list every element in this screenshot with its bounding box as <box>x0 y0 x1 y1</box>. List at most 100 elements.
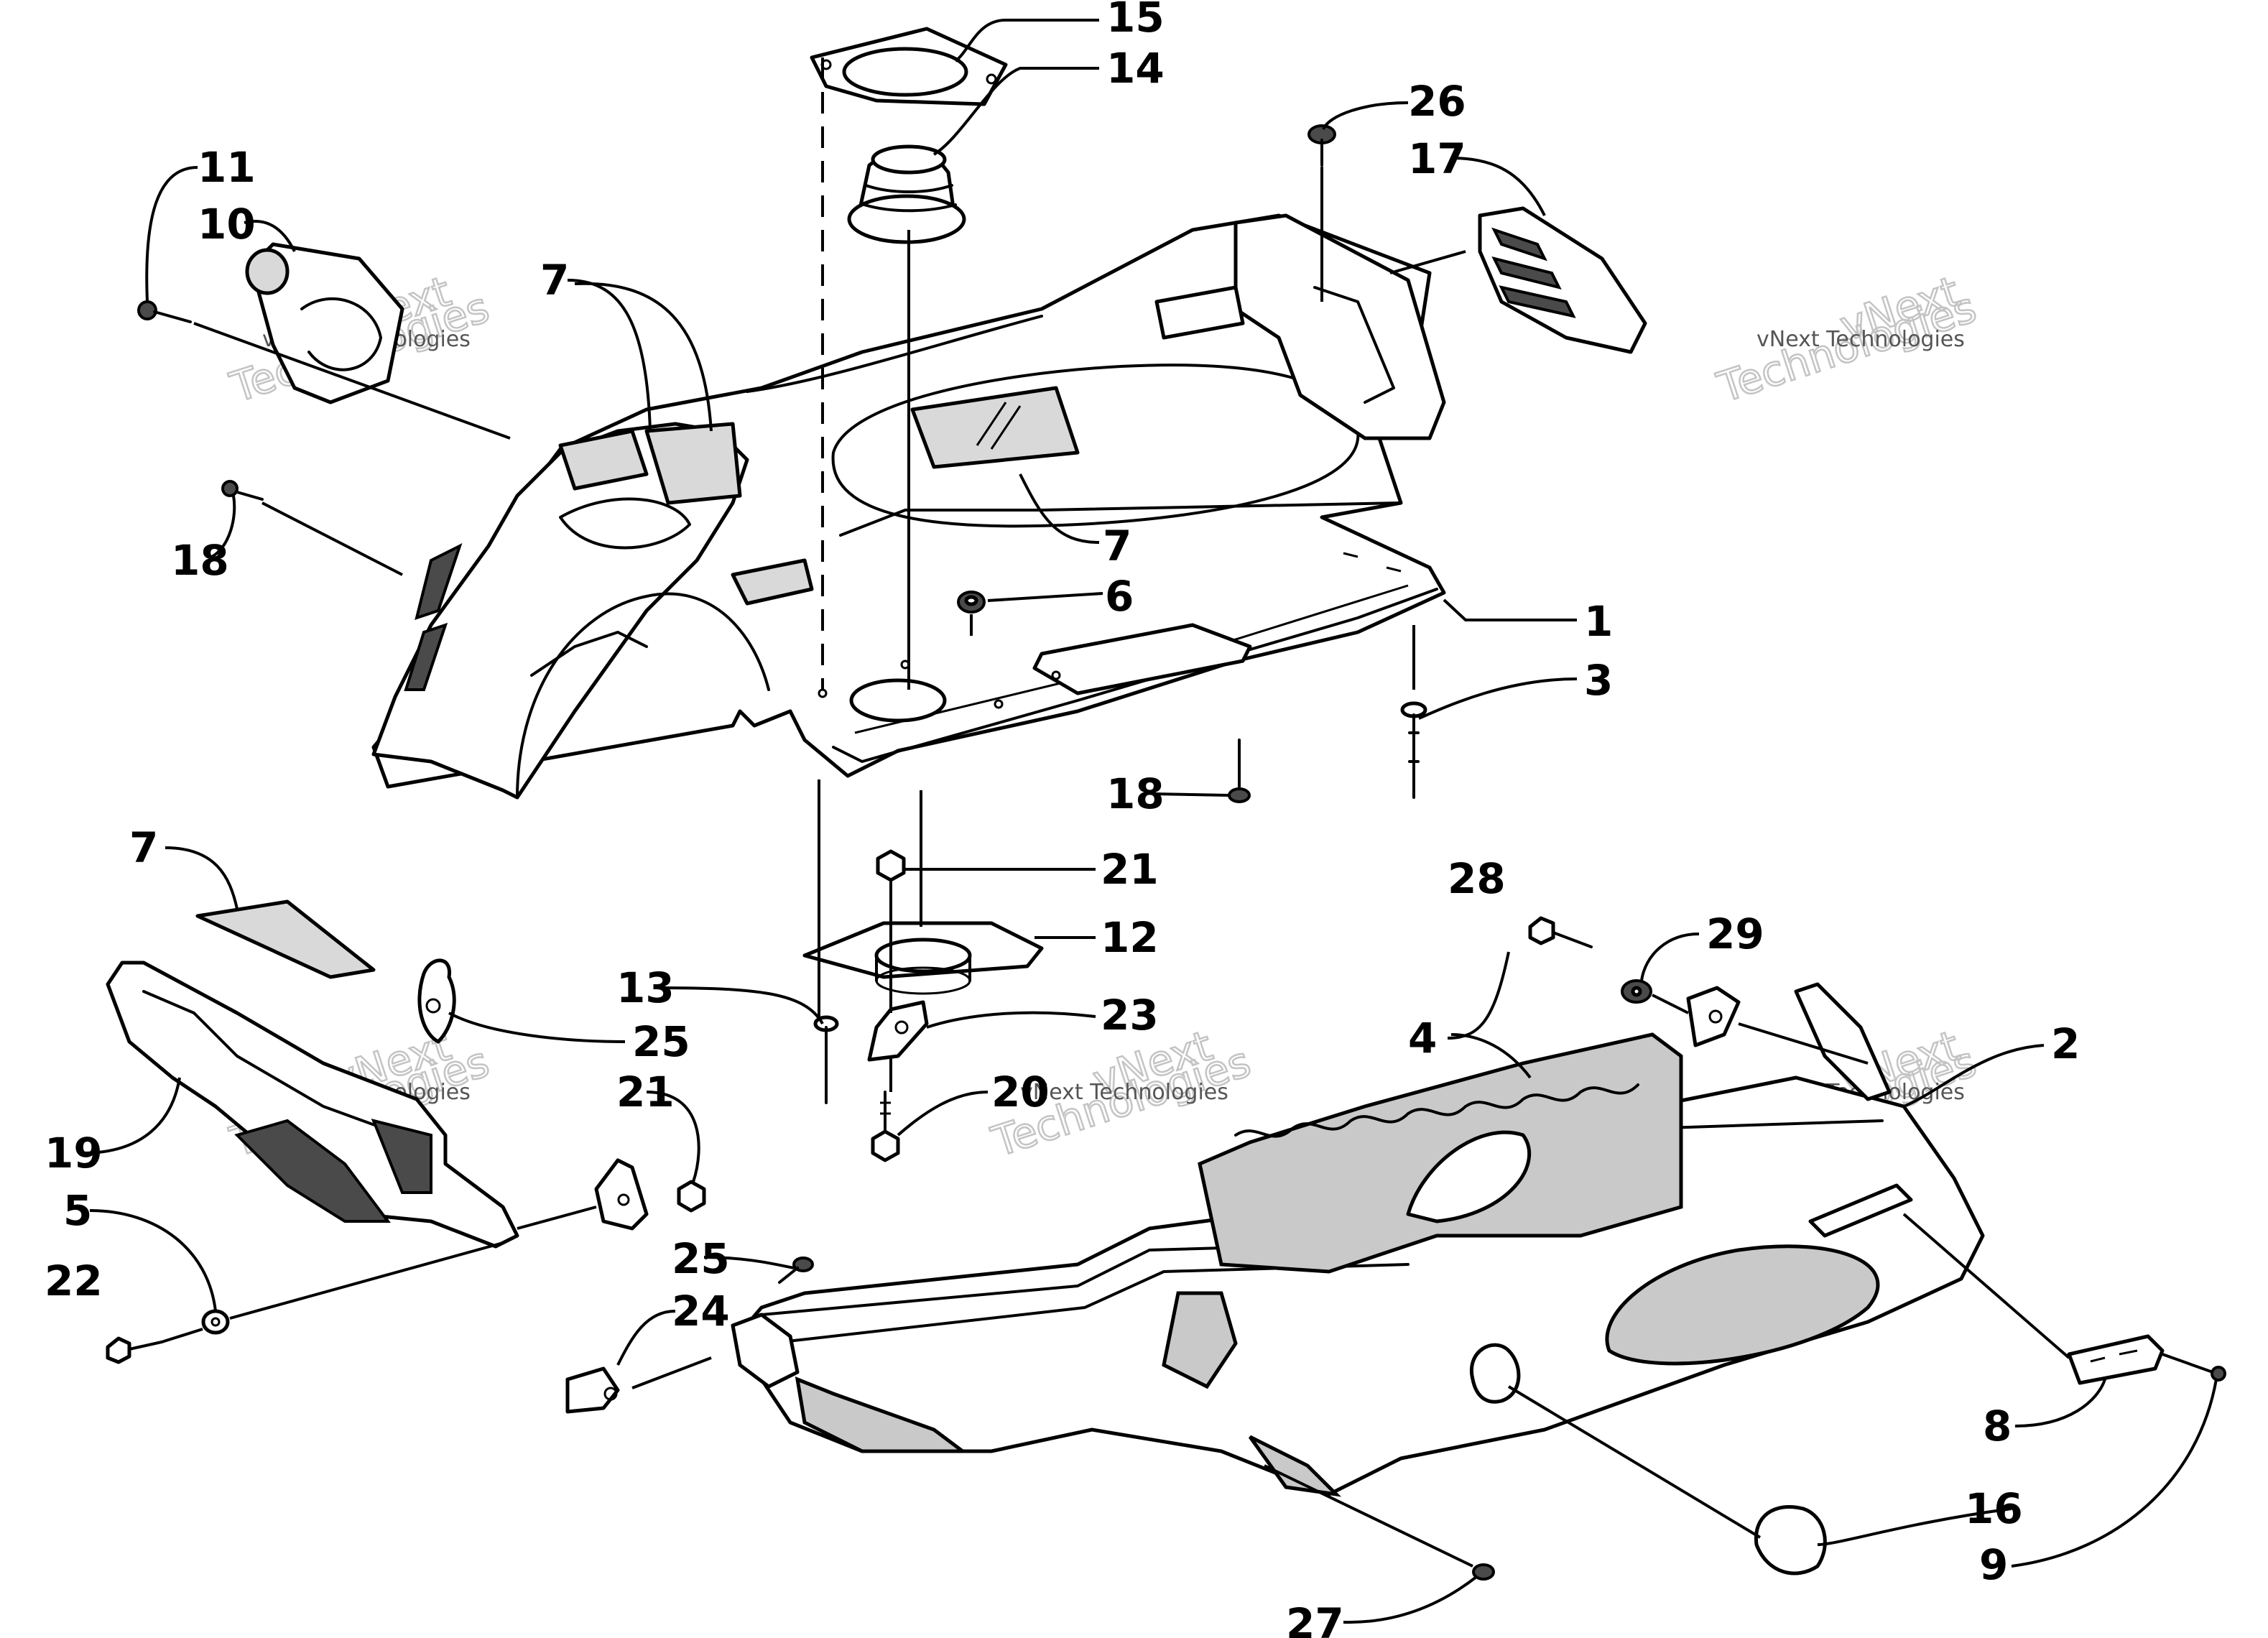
callout-19: 19 <box>45 1129 103 1177</box>
top-rim <box>746 315 1043 393</box>
boot-top <box>871 144 947 175</box>
bracket-29 <box>1686 986 1741 1047</box>
callout-24: 24 <box>672 1287 730 1336</box>
callout-10: 10 <box>198 200 256 249</box>
boot-base <box>847 194 966 244</box>
fin-slot <box>1313 286 1395 404</box>
bracket-plate-hole <box>617 1193 630 1206</box>
washer-29 <box>1621 979 1652 1004</box>
bolt-20-threads <box>880 1101 891 1115</box>
reflector-8-body <box>2067 1334 2165 1385</box>
pan-crease <box>839 501 1402 537</box>
nose-shade-1 <box>795 1376 968 1453</box>
leader-lines <box>82 19 2218 1624</box>
callout-11: 11 <box>198 143 256 192</box>
leader-19 <box>82 1077 181 1155</box>
callout-23: 23 <box>1101 991 1159 1040</box>
clip-24-body <box>565 1366 620 1414</box>
leader-10 <box>244 220 296 252</box>
shroud-shadow-1 <box>415 543 463 621</box>
nose-nozzle <box>731 1313 800 1389</box>
callout-labels: 15 14 11 10 26 17 7 7 18 6 1 3 18 7 21 1… <box>45 0 2080 1638</box>
callout-28: 28 <box>1448 854 1506 903</box>
watermark-text: vNext Technologies <box>1020 1080 1228 1105</box>
bolt-28-head <box>1528 916 1555 945</box>
bolt-28-shank <box>1552 931 1593 948</box>
bolt-22 <box>106 1336 163 1364</box>
bolt-22-head <box>106 1336 131 1364</box>
callout-21-upper: 21 <box>1101 845 1159 894</box>
screw-18-left-shank <box>236 491 264 501</box>
washer-6-hole <box>964 595 978 606</box>
leader-27 <box>1322 101 1409 130</box>
callout-21-lower: 21 <box>616 1068 675 1116</box>
shroud-window <box>559 497 691 550</box>
bracket-29-hole <box>1708 1009 1723 1024</box>
assembly-line-grille <box>1389 250 1466 274</box>
callout-13: 14 <box>1106 44 1165 93</box>
screw-27 <box>1307 124 1336 167</box>
leader-6 <box>987 592 1103 602</box>
rivet-15 <box>813 1015 839 1104</box>
screw-11 <box>137 300 192 323</box>
leader-3 <box>1418 677 1578 720</box>
boot-ribs <box>863 184 957 213</box>
clip-24 <box>565 1366 620 1414</box>
callout-7-loose: 7 <box>129 823 158 872</box>
washer-5 <box>201 1309 230 1335</box>
mount-plate-collar-base <box>875 966 971 995</box>
assembly-lines <box>161 57 2213 1568</box>
assembly-line-bracket-29 <box>1738 1022 1869 1065</box>
screw-25-upper <box>778 1257 814 1284</box>
leader-23 <box>926 1011 1096 1029</box>
screw-25-lower-head <box>1472 1563 1495 1581</box>
callout-9: 9 <box>1979 1540 2008 1589</box>
washer-6 <box>957 591 986 614</box>
leader-8 <box>2014 1379 2106 1428</box>
mount-plate-collar-sides <box>875 954 971 982</box>
callout-3: 3 <box>1584 656 1613 705</box>
seal-plate <box>810 27 1008 106</box>
assembly-line-screw-11 <box>193 322 511 440</box>
callout-1: 1 <box>1584 597 1613 646</box>
plug-17-body <box>1754 1504 1827 1575</box>
decal-left-2 <box>644 422 742 505</box>
callout-7-center: 7 <box>1103 522 1131 570</box>
assembly-line-screw-18 <box>261 501 403 576</box>
leader-14 <box>954 19 1099 63</box>
grille-slat-3 <box>1499 285 1576 318</box>
rivet-3 <box>1400 701 1427 799</box>
leader-16 <box>1450 157 1546 216</box>
screw-18-center-head <box>1228 787 1251 803</box>
nose-shade-2 <box>1162 1291 1238 1389</box>
plug-17 <box>1754 1504 1827 1575</box>
grommet-hole <box>1469 1343 1521 1404</box>
assembly-line-reflector <box>1902 1213 2070 1359</box>
leader-24 <box>616 1310 676 1366</box>
leader-11 <box>145 166 198 302</box>
callout-17: 16 <box>1965 1484 2023 1533</box>
leader-9 <box>2011 1379 2218 1568</box>
assembly-line-washer-29 <box>1652 994 1689 1014</box>
housing-cap <box>245 248 290 295</box>
callout-4: 4 <box>1408 1014 1437 1063</box>
bumper-19-inner <box>142 990 404 1137</box>
grille-frame <box>1478 206 1647 354</box>
callout-14: 15 <box>1106 0 1165 42</box>
bolt-20-head <box>871 1129 900 1162</box>
clamp-26 <box>417 958 456 1044</box>
screw-18-center <box>1228 739 1251 803</box>
screw-9-head <box>2211 1366 2226 1382</box>
lower-nose-pan <box>731 982 1985 1497</box>
clip-23-hole <box>894 1020 909 1035</box>
leader-17 <box>1817 1507 2012 1546</box>
leader-7d <box>165 846 239 910</box>
screw-11-shank <box>153 310 192 323</box>
decal-7-loose <box>195 899 376 979</box>
decal-glare <box>976 402 1022 450</box>
callout-26: 25 <box>632 1017 690 1066</box>
wheel-arch <box>516 592 770 799</box>
assembly-line-washer-5 <box>229 1241 504 1320</box>
decal-left-1 <box>558 429 649 491</box>
callout-20: 20 <box>991 1068 1050 1116</box>
